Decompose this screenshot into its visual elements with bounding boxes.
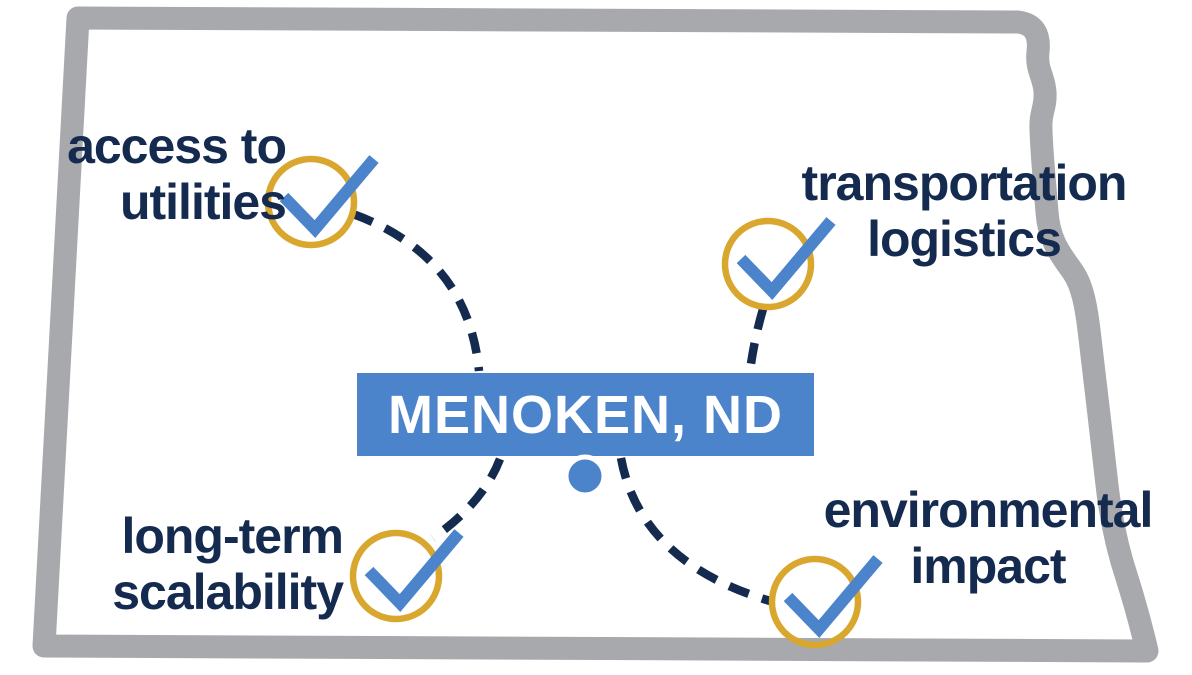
factor-transportation-logistics: transportation logistics — [763, 155, 1165, 267]
factor-line: access to — [67, 118, 287, 174]
factor-line: scalability — [112, 564, 344, 620]
factor-line: impact — [910, 538, 1066, 594]
menoken-label: MENOKEN, ND — [387, 384, 783, 445]
connector-access-to-utilities — [351, 210, 484, 372]
check-circle-icon-long-term-scalability — [353, 533, 459, 619]
menoken-label-banner: MENOKEN, ND — [357, 373, 814, 456]
factor-line: logistics — [867, 211, 1062, 267]
factor-line: transportation — [801, 155, 1128, 211]
factor-access-to-utilities: access to utilities — [0, 118, 287, 230]
connector-long-term-scalability — [430, 457, 504, 542]
factor-environmental-impact: environmental impact — [785, 482, 1191, 594]
connector-transportation-logistics — [745, 307, 768, 372]
factor-line: long-term — [121, 508, 344, 564]
factor-line: utilities — [119, 174, 287, 230]
factor-line: environmental — [823, 482, 1154, 538]
connector-environmental-impact — [616, 457, 772, 606]
location-dot-icon — [563, 454, 607, 498]
factor-long-term-scalability: long-term scalability — [40, 508, 344, 620]
